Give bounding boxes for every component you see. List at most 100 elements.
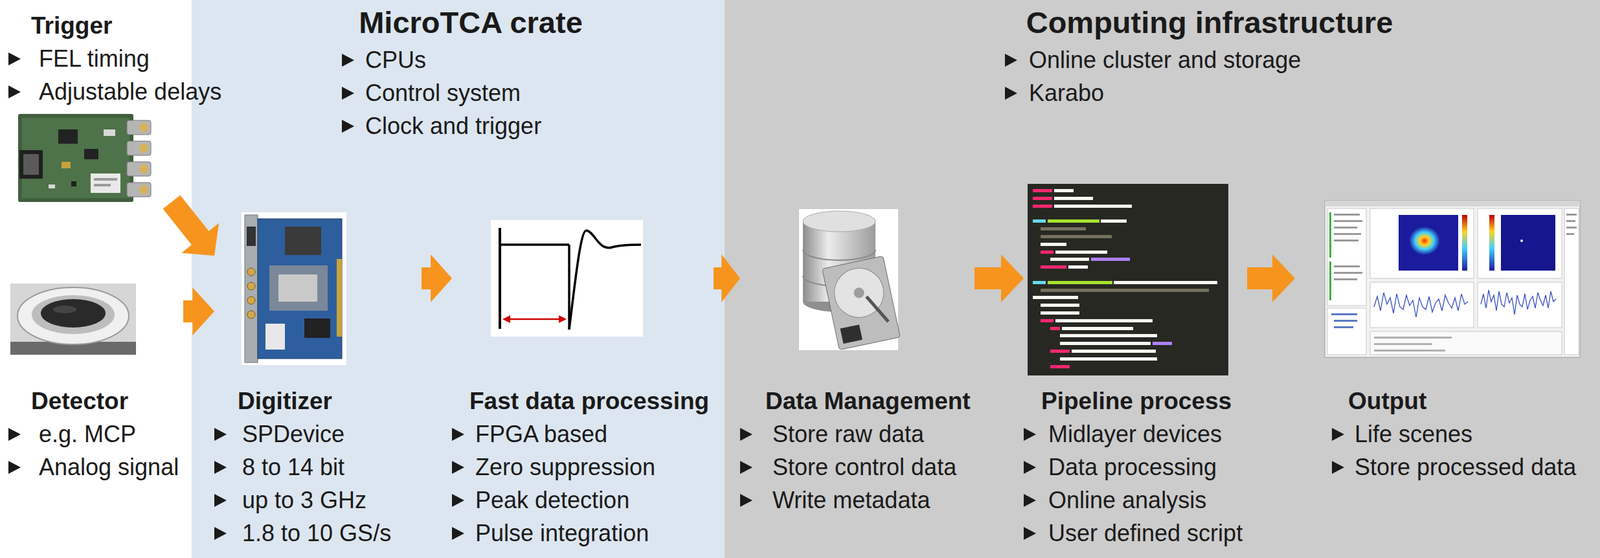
bullet-row: Pulse integration: [451, 516, 714, 550]
heading-row: Output: [1295, 384, 1586, 418]
trigger-board: [93, 178, 118, 181]
bullet-row: Adjustable delays: [8, 75, 226, 109]
bullet-text: e.g. MCP: [38, 417, 136, 451]
bullet-marker: [8, 461, 21, 474]
bullet-text: Store control data: [772, 450, 957, 484]
bullet-marker: [1023, 527, 1037, 541]
bullet-row: Karabo: [1004, 76, 1301, 110]
bullet-row: Data processing: [1023, 450, 1248, 484]
bullet-marker: [214, 527, 227, 541]
bullet-text: FEL timing: [38, 42, 150, 76]
trigger-board: [126, 141, 151, 156]
bullet-marker: [1331, 461, 1345, 474]
trigger-board: [90, 173, 121, 193]
figure-area: [214, 212, 348, 385]
bullet-row: 1.8 to 10 GS/s: [214, 516, 422, 550]
bullet-marker: [451, 494, 465, 508]
bullet-text: Zero suppression: [475, 450, 656, 484]
bullet-text: Karabo: [1028, 76, 1105, 110]
trigger-board: [61, 161, 71, 169]
bullet-marker: [8, 85, 21, 99]
bullet-text: Midlayer devices: [1048, 417, 1222, 451]
bullet-marker: [341, 119, 355, 133]
bullet-marker: [740, 461, 753, 474]
bullet-row: Online analysis: [1023, 483, 1248, 517]
bullet-marker: [214, 428, 227, 441]
heading-row: Detector: [8, 384, 184, 418]
trigger-board: [126, 161, 151, 177]
bullet-row: Clock and trigger: [341, 109, 542, 143]
section-heading: Data Management: [765, 384, 971, 418]
band-title: Computing infrastructure: [1026, 5, 1394, 41]
band-header: Computing infrastructure: [1026, 5, 1394, 41]
bullet-row: Peak detection: [451, 483, 714, 517]
bullet-marker: [451, 428, 465, 441]
figure-area: [1295, 200, 1582, 385]
bullet-marker: [8, 428, 21, 441]
bullet-row: Life scenes: [1295, 417, 1586, 451]
bullet-marker: [451, 494, 465, 508]
bullet-marker: [451, 527, 465, 541]
bullet-text: Analog signal: [38, 450, 179, 484]
detector-photo: [10, 283, 136, 355]
bullet-marker: [451, 428, 465, 441]
bullet-text: 8 to 14 bit: [242, 450, 345, 484]
bullet-text: Peak detection: [475, 483, 630, 517]
bullet-row: Online cluster and storage: [1004, 43, 1301, 77]
section-heading: Trigger: [31, 9, 113, 43]
bullet-marker: [451, 461, 465, 474]
bullet-marker: [341, 86, 355, 100]
bullet-text: User defined script: [1048, 516, 1243, 550]
trigger-board: [23, 154, 39, 175]
bullet-marker: [740, 428, 753, 441]
bullet-marker: [8, 428, 21, 441]
stage-box: Data ManagementStore raw dataStore contr…: [740, 209, 975, 517]
bullet-text: FPGA based: [475, 417, 608, 451]
bullet-marker: [341, 53, 355, 67]
trigger-board: [126, 182, 151, 197]
stage-box: OutputLife scenesStore processed data: [1295, 200, 1586, 484]
section-heading: Pipeline process: [1041, 384, 1232, 418]
bullet-row: FPGA based: [451, 417, 714, 451]
stage-box: DigitizerSPDevice8 to 14 bitup to 3 GHz1…: [214, 212, 422, 550]
detector-photo: [17, 287, 129, 345]
bullet-row: CPUs: [341, 43, 542, 77]
trigger-board: [18, 113, 151, 203]
bullet-marker: [740, 461, 753, 474]
detector-photo: [10, 283, 136, 355]
bullet-marker: [214, 494, 227, 508]
bullet-marker: [1004, 53, 1018, 67]
bullet-row: Midlayer devices: [1023, 417, 1248, 451]
trigger-board: [139, 185, 149, 195]
band-list: Online cluster and storageKarabo: [1004, 43, 1301, 110]
bullet-marker: [341, 53, 355, 67]
crate-band: DigitizerSPDevice8 to 14 bitup to 3 GHz1…: [191, 0, 725, 558]
bullet-marker: [740, 494, 753, 508]
bullet-marker: [740, 494, 753, 508]
heading-row: Data Management: [740, 384, 975, 418]
bullet-text: SPDevice: [242, 417, 345, 451]
section-heading: Detector: [31, 384, 129, 418]
bullet-marker: [1023, 461, 1037, 474]
bullet-text: Store processed data: [1354, 450, 1577, 484]
bullet-text: Pulse integration: [475, 516, 649, 550]
bullet-row: Store control data: [740, 450, 975, 484]
bullet-text: Clock and trigger: [365, 109, 542, 143]
bullet-marker: [1004, 86, 1018, 100]
bullet-marker: [214, 461, 227, 474]
stage-box: Fast data processingFPGA basedZero suppr…: [451, 220, 714, 550]
bullet-row: Analog signal: [8, 450, 184, 484]
bullet-marker: [1331, 461, 1345, 474]
bullet-text: Control system: [365, 76, 521, 110]
section-heading: Fast data processing: [469, 384, 710, 418]
trigger-board: [48, 184, 56, 189]
band-header: MicroTCA crate: [358, 5, 583, 41]
bullet-marker: [1331, 428, 1345, 441]
bullet-text: up to 3 GHz: [242, 483, 367, 517]
bullet-marker: [214, 494, 227, 508]
bullet-text: 1.8 to 10 GS/s: [242, 516, 392, 550]
trigger-board: [18, 113, 134, 203]
bullet-marker: [1023, 494, 1037, 508]
trigger-board: [139, 143, 149, 153]
bullet-row: User defined script: [1023, 516, 1248, 550]
